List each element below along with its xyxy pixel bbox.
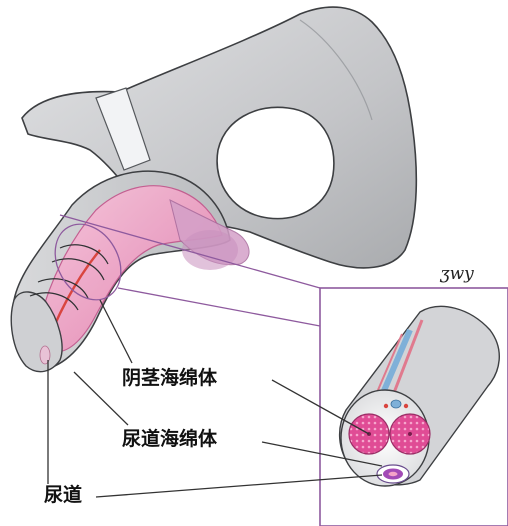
- label-urethra: 尿道: [44, 486, 82, 505]
- label-corpus-cavernosum: 阴茎海绵体: [122, 369, 217, 388]
- label-corpus-spongiosum: 尿道海绵体: [122, 430, 217, 449]
- artist-signature: ʒwy: [440, 264, 474, 284]
